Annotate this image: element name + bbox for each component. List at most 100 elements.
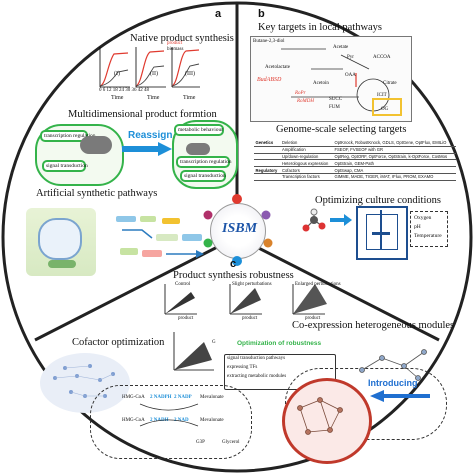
table-tools-cell: OptSwap, CMA <box>332 166 456 174</box>
enzyme-ropr: RoPr <box>295 91 306 96</box>
metabolite-succ: SUCC <box>329 97 343 102</box>
reassign-arrow-icon <box>122 142 172 156</box>
metabolite-citrate: Citrate <box>383 81 397 86</box>
right-box-signal: signal transduction <box>180 170 226 182</box>
native-synthesis-plots <box>99 47 200 88</box>
right-box-transcription: transcription regulation <box>176 156 231 168</box>
species-nadp: 2 NADP <box>174 395 192 400</box>
table-method-cell: Heterologous expression <box>280 159 333 168</box>
introducing-arrow-icon <box>370 390 430 402</box>
condition-oxygen: Oxygen <box>414 215 432 221</box>
reassign-label: Reassign <box>128 130 173 141</box>
logo-ring-icons <box>203 194 273 266</box>
time-label-2: Time <box>147 95 160 101</box>
table-category-cell: Genetics <box>254 140 281 147</box>
table-tools-cell: OptKnock, RobustKnock, GDLS, OptGene, Op… <box>332 140 456 147</box>
time-ticks-1: 0 6 12 18 24 30 36 42 48 <box>99 88 149 93</box>
table-tools-cell: OptReg, OptORF, OptForce, OptStrain, k-O… <box>332 153 456 161</box>
metabolite-icit: ICIT <box>377 93 387 98</box>
table-method-cell: Amplification <box>280 146 333 154</box>
species-g3p: G3P <box>196 440 205 445</box>
host-cell-icon <box>282 378 372 464</box>
cofactor-reaction-arrows <box>139 403 199 427</box>
cell-network <box>297 397 343 435</box>
metabolite-accoa: ACCOA <box>373 55 391 60</box>
coexpression-title: Co-expression heterogeneous modules <box>292 320 455 331</box>
section-c-letter: c <box>230 258 237 270</box>
cofactor-title: Cofactor optimization <box>72 337 165 348</box>
species-nad: 2 NAD <box>174 418 189 423</box>
axis-product-1: product <box>178 316 194 321</box>
table-category-cell <box>254 146 281 154</box>
culture-conditions-title: Optimizing culture conditions <box>315 195 441 206</box>
control-plot <box>164 284 197 315</box>
optimization-label: Optimization of robustness <box>237 340 322 347</box>
table-category-cell <box>254 153 281 161</box>
condition-temperature: Temperature <box>414 233 442 239</box>
slight-plot <box>229 284 262 315</box>
table-method-cell: Deletion <box>280 140 333 147</box>
local-pathway-network: Butane-2,3-diol Acetate Pyr ACCOA Acetol… <box>250 36 412 122</box>
optimization-item-3: extracting metabolic modules <box>227 374 287 379</box>
plasmid-icon <box>48 260 76 268</box>
plot-2 <box>135 47 166 88</box>
right-box-metabolic: metabolic behaviour <box>174 124 224 136</box>
plot-label-1: (I) <box>114 71 120 77</box>
enzyme-budabsd: BudABSD <box>257 77 282 83</box>
metabolite-fum: FUM <box>329 105 340 110</box>
logo-text: ISBM <box>222 221 258 236</box>
robustness-main-plot <box>173 332 214 371</box>
section-a-letter: a <box>215 8 222 20</box>
metabolite-pyr: Pyr <box>347 55 354 60</box>
legend-biomass: biomass <box>167 47 184 52</box>
species-hmgcoa-2: HMG-CoA <box>122 418 145 423</box>
table-tools-cell: OptStrain, GEM-Path <box>332 159 456 168</box>
heterogeneous-module <box>359 349 427 381</box>
bioreactor-icon <box>356 206 408 260</box>
axis-product-2: product <box>242 316 258 321</box>
plot-label-3: (III) <box>185 71 195 77</box>
robustness-title: Product synthesis robustness <box>173 270 294 281</box>
table-method-cell: Transcription factors <box>280 173 333 181</box>
native-synthesis-title: Native product synthesis <box>130 33 234 44</box>
metabolite-acetolactate: Acetolactate <box>265 65 290 70</box>
section-b-letter: b <box>258 8 265 20</box>
dna-icon-right <box>186 143 210 155</box>
left-box-signal: signal transduction <box>42 160 88 172</box>
metabolite-acetoin: Acetoin <box>313 81 329 86</box>
culture-conditions-box: Oxygen pH Temperature <box>410 211 448 247</box>
axis-g: G <box>212 340 216 345</box>
table-category-cell <box>254 173 281 181</box>
label-enlarged: Enlarged perturbations <box>295 282 341 287</box>
molecule-icon <box>302 208 326 232</box>
axis-product-3: product <box>305 316 321 321</box>
table-method-cell: Cofactors <box>280 166 333 174</box>
plot-label-2: (II) <box>150 71 158 77</box>
optimization-item-1: signal transduction pathways <box>227 356 286 361</box>
species-mevalonate-1: Mevalonate <box>200 395 224 400</box>
culture-arrow-icon <box>330 214 352 226</box>
cofactor-reactions-area <box>90 385 252 459</box>
metabolite-oaa: OAA <box>345 73 356 78</box>
label-control: Control <box>175 282 191 287</box>
time-label-1: Time <box>111 95 124 101</box>
species-hmgcoa-1: HMG-CoA <box>122 395 145 400</box>
center-logo: ISBM <box>210 203 266 259</box>
table-method-cell: Up/down-regulation <box>280 153 333 161</box>
plot-1 <box>99 47 130 88</box>
introducing-label: Introducing <box>368 378 418 388</box>
dna-icon <box>80 136 112 154</box>
species-mevalonate-2: Mevalonate <box>200 418 224 423</box>
multidim-title: Multidimensional product formtion <box>68 109 217 120</box>
condition-ph: pH <box>414 224 421 230</box>
metabolite-butanediol: Butane-2,3-diol <box>253 39 285 44</box>
enlarged-plot <box>292 284 327 315</box>
optimization-item-2: expressing TFs <box>227 365 258 370</box>
